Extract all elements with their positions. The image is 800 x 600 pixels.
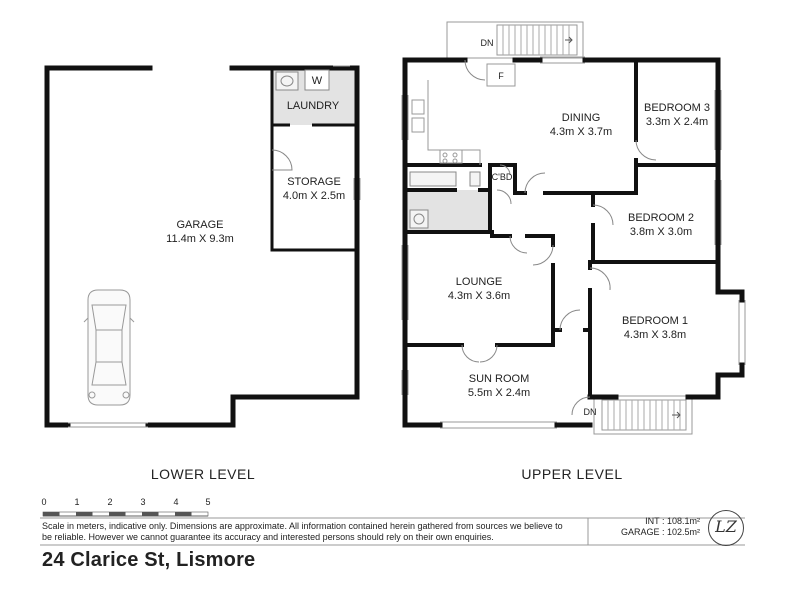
lounge-label: LOUNGE bbox=[456, 276, 502, 288]
storage-dims: 4.0m X 2.5m bbox=[283, 190, 345, 202]
internal-area: INT : 108.1m² bbox=[645, 516, 700, 526]
laundry-label: LAUNDRY bbox=[287, 100, 340, 112]
disclaimer-text: Scale in meters, indicative only. Dimens… bbox=[42, 521, 563, 542]
garage-label: GARAGE bbox=[176, 219, 223, 231]
sunroom-dims: 5.5m X 2.4m bbox=[468, 387, 530, 399]
upper-exterior-walls bbox=[402, 57, 745, 428]
sunroom-label: SUN ROOM bbox=[469, 373, 530, 385]
bedroom2-label: BEDROOM 2 bbox=[628, 212, 694, 224]
lower-level-plan: GARAGE 11.4m X 9.3m LAUNDRY W STORAGE 4.… bbox=[44, 65, 361, 482]
car-icon bbox=[83, 289, 135, 406]
scale-bar: 0 1 2 3 4 5 bbox=[41, 497, 211, 517]
scale-tick-4: 4 bbox=[173, 497, 178, 507]
scale-tick-1: 1 bbox=[74, 497, 79, 507]
scale-tick-2: 2 bbox=[107, 497, 112, 507]
garage-dims: 11.4m X 9.3m bbox=[166, 233, 234, 245]
footer-rules bbox=[40, 517, 745, 546]
top-stairs bbox=[502, 25, 570, 55]
bedroom1-label: BEDROOM 1 bbox=[622, 315, 688, 327]
garage-walls bbox=[44, 65, 360, 428]
lounge-dims: 4.3m X 3.6m bbox=[448, 290, 510, 302]
bottom-stairs bbox=[607, 400, 681, 430]
upper-windows bbox=[401, 56, 746, 429]
fridge-marker: F bbox=[498, 71, 504, 81]
bedroom3-label: BEDROOM 3 bbox=[644, 102, 710, 114]
bathroom-fixtures bbox=[409, 171, 481, 229]
lower-level-title: LOWER LEVEL bbox=[151, 466, 255, 482]
dn-arrow-top-icon bbox=[565, 36, 573, 44]
upper-door-swings bbox=[461, 59, 657, 416]
storage-label: STORAGE bbox=[287, 176, 341, 188]
storage-window bbox=[353, 178, 361, 200]
dn-label-top: DN bbox=[481, 38, 494, 48]
property-address: 24 Clarice St, Lismore bbox=[42, 549, 256, 571]
upper-interior-walls bbox=[403, 58, 720, 399]
bedroom3-dims: 3.3m X 2.4m bbox=[646, 116, 708, 128]
bedroom2-dims: 3.8m X 3.0m bbox=[630, 226, 692, 238]
scale-tick-5: 5 bbox=[205, 497, 210, 507]
kitchen-benches bbox=[411, 63, 516, 165]
logo-text: LZ bbox=[715, 517, 737, 536]
laundry-tub bbox=[275, 71, 299, 91]
agency-logo: LZ bbox=[708, 510, 744, 546]
washer-marker: W bbox=[312, 75, 323, 87]
upper-level-title: UPPER LEVEL bbox=[521, 466, 622, 482]
cupboard-marker: C'BD bbox=[492, 172, 513, 182]
storage-walls bbox=[270, 70, 357, 252]
bedroom1-dims: 4.3m X 3.8m bbox=[624, 329, 686, 341]
dining-label: DINING bbox=[562, 112, 601, 124]
garage-area: GARAGE : 102.5m² bbox=[620, 527, 700, 537]
upper-level-plan: DN F DINING 4.3m X 3.7m BEDROOM 3 3.3m X… bbox=[401, 21, 746, 482]
dn-label-bottom: DN bbox=[584, 407, 597, 417]
dining-dims: 4.3m X 3.7m bbox=[550, 126, 612, 138]
scale-tick-3: 3 bbox=[140, 497, 145, 507]
washer-box bbox=[304, 69, 330, 91]
area-summary: INT : 108.1m² GARAGE : 102.5m² bbox=[600, 516, 700, 538]
dn-arrow-bottom-icon bbox=[672, 411, 681, 419]
storage-door-swing bbox=[271, 149, 293, 171]
scale-tick-0: 0 bbox=[41, 497, 46, 507]
garage-door-opening bbox=[68, 422, 148, 428]
